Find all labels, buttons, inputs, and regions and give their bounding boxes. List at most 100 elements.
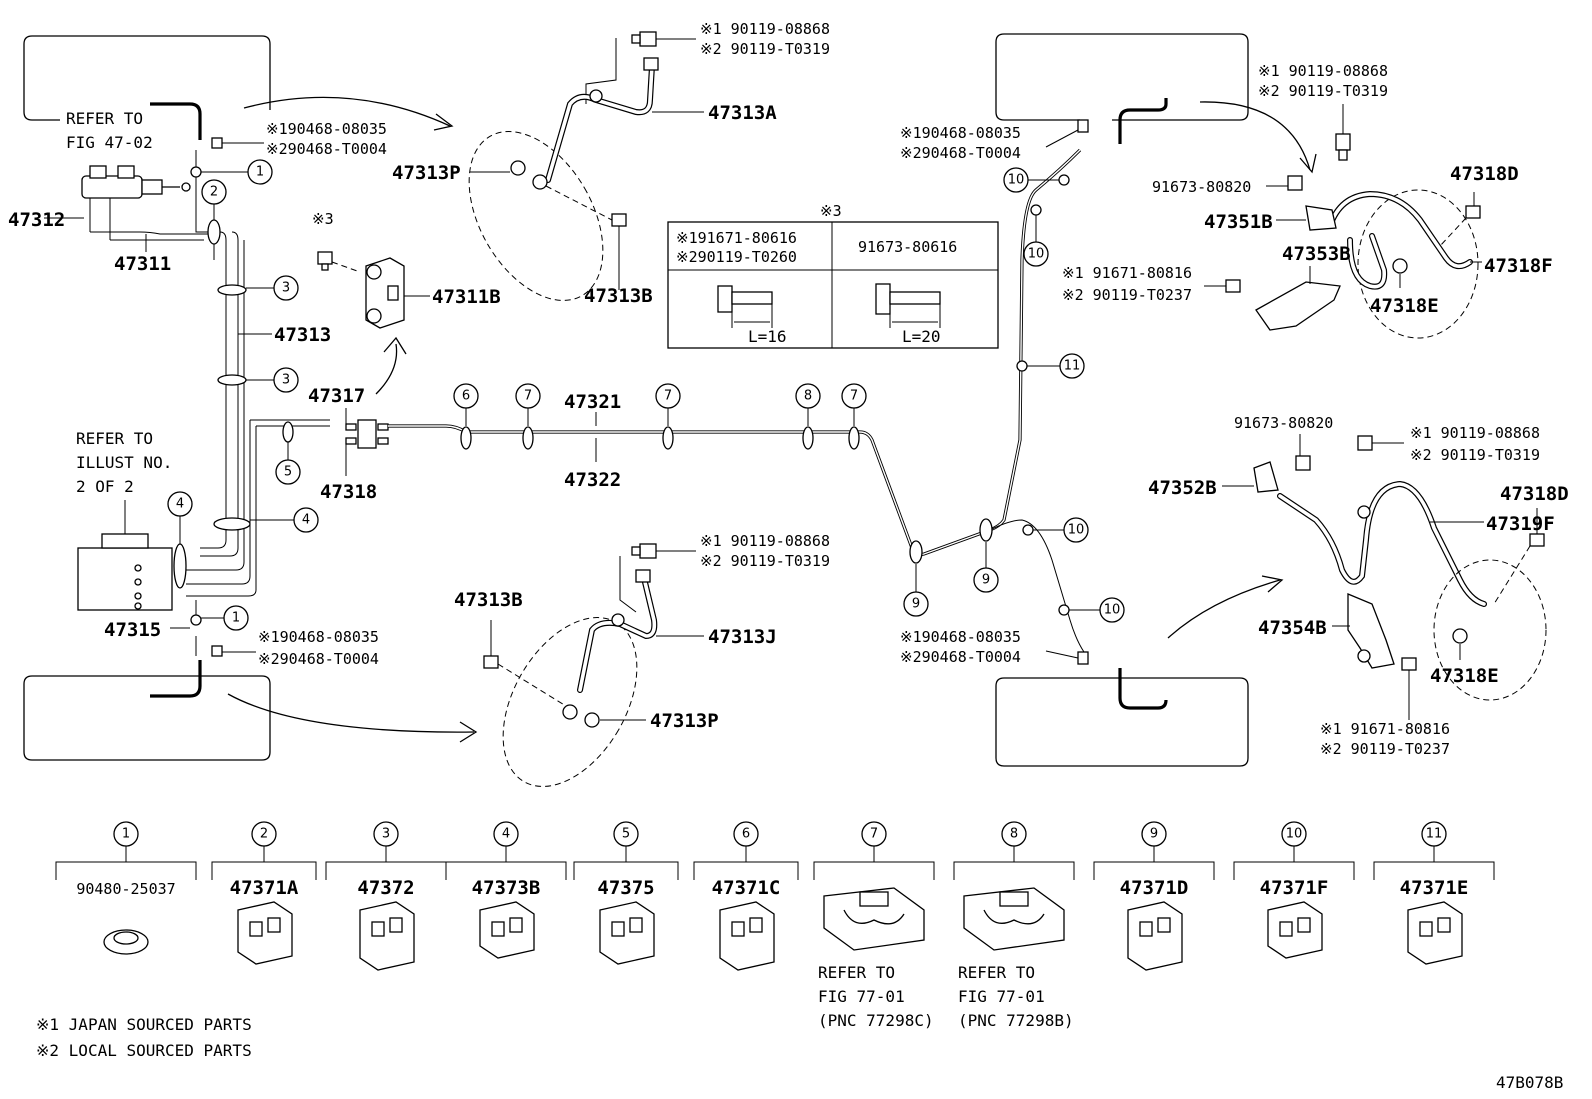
callout-7b: 7 xyxy=(664,389,672,404)
part-47321: 47321 xyxy=(564,391,621,413)
ref-rt-2: ※2 90119-T0319 xyxy=(1258,82,1388,100)
legend-number: 3 xyxy=(382,827,390,842)
legend-item-6: 6 47371C xyxy=(693,821,799,971)
ref-tc-2: ※2 90119-T0319 xyxy=(700,40,830,58)
ref-rb-2: ※2 90119-T0319 xyxy=(1410,446,1540,464)
part-47318E-bot: 47318E xyxy=(1430,665,1499,687)
part-47315: 47315 xyxy=(104,619,161,641)
drawing-code: 47B078B xyxy=(1496,1073,1563,1092)
part-47353B: 47353B xyxy=(1282,243,1351,265)
svg-text:L=16: L=16 xyxy=(748,327,787,346)
part-47311: 47311 xyxy=(114,253,171,275)
clamp-icon xyxy=(1407,901,1463,965)
callout-4a: 4 xyxy=(302,513,310,528)
legend-part-number: 47371D xyxy=(1120,877,1189,899)
ref-bc-2: ※2 90119-T0319 xyxy=(700,552,830,570)
bracket-47311B xyxy=(365,257,405,329)
svg-text:※191671-80616: ※191671-80616 xyxy=(676,229,797,247)
ref-br-2: ※290468-T0004 xyxy=(900,648,1021,666)
part-47313J: 47313J xyxy=(708,626,777,648)
legend-number: 5 xyxy=(622,827,630,842)
clamp-icon xyxy=(719,901,775,971)
callout-11: 11 xyxy=(1064,359,1081,374)
part-47318D-bot: 47318D xyxy=(1500,483,1569,505)
clamp-icon xyxy=(1267,901,1323,959)
ref-bc-1: ※1 90119-08868 xyxy=(700,532,830,550)
callout-3a: 3 xyxy=(282,281,290,296)
front-left-wheel-area xyxy=(23,35,271,121)
ref-br-1: ※190468-08035 xyxy=(900,628,1021,646)
part-47318D-top: 47318D xyxy=(1450,163,1519,185)
part-47313P-bot: 47313P xyxy=(650,710,719,732)
ref-tl-2: ※290468-T0004 xyxy=(266,140,387,158)
legend-item-11: 11 47371E xyxy=(1373,821,1495,965)
ref-rb2-1: ※1 91671-80816 xyxy=(1320,720,1450,738)
ref-bl-1: ※190468-08035 xyxy=(258,628,379,646)
part-47317: 47317 xyxy=(308,385,365,407)
clamp-icon xyxy=(823,887,925,951)
legend-part-number: 47371E xyxy=(1400,877,1469,899)
part-47354B: 47354B xyxy=(1258,617,1327,639)
callout-10b: 10 xyxy=(1028,247,1045,262)
note-3-marker: ※3 xyxy=(312,210,334,228)
legend-part-number: 90480-25037 xyxy=(76,880,175,898)
callout-1b: 1 xyxy=(232,611,240,626)
refer-illust: REFER TO ILLUST NO. 2 OF 2 xyxy=(76,429,182,496)
part-47318: 47318 xyxy=(320,481,377,503)
callout-9a: 9 xyxy=(912,597,920,612)
legend-item-3: 3 47372 xyxy=(325,821,447,971)
flow-arrow-2 xyxy=(227,693,475,733)
clamp-icon xyxy=(237,901,293,965)
ref-tc-1: ※1 90119-08868 xyxy=(700,20,830,38)
legend-number: 7 xyxy=(870,827,878,842)
legend-part-number: 47375 xyxy=(597,877,654,899)
legend-number: 4 xyxy=(502,827,510,842)
ref-rb-1: ※1 90119-08868 xyxy=(1410,424,1540,442)
legend-number: 1 xyxy=(122,827,130,842)
clamp-icon xyxy=(1127,901,1183,971)
refer-fig-47-02: REFER TO FIG 47-02 xyxy=(66,109,153,152)
legend-part-number: 47371F xyxy=(1260,877,1329,899)
legend-part-number: 47372 xyxy=(357,877,414,899)
front-right-wheel-area xyxy=(995,33,1249,121)
abs-actuator xyxy=(77,500,173,611)
part-47313B-top: 47313B xyxy=(584,285,653,307)
part-47319F: 47319F xyxy=(1486,513,1555,535)
clamp-icon xyxy=(479,901,535,959)
part-47312: 47312 xyxy=(8,209,65,231)
legend-number: 6 xyxy=(742,827,750,842)
flow-arrow-4 xyxy=(1167,579,1281,639)
legend-number: 11 xyxy=(1426,827,1443,842)
flow-arrow-3 xyxy=(1199,101,1311,171)
ref-rt2-1: ※1 91671-80816 xyxy=(1062,264,1192,282)
part-47318E-top: 47318E xyxy=(1370,295,1439,317)
ref-tl-1: ※190468-08035 xyxy=(266,120,387,138)
clamp-icon xyxy=(599,901,655,965)
legend-number: 8 xyxy=(1010,827,1018,842)
clamp-icon xyxy=(963,887,1065,951)
part-91673-80820-bot: 91673-80820 xyxy=(1234,414,1333,432)
ref-tr-2: ※290468-T0004 xyxy=(900,144,1021,162)
legend-item-5: 5 47375 xyxy=(573,821,679,965)
ref-rb2-2: ※2 90119-T0237 xyxy=(1320,740,1450,758)
part-47313: 47313 xyxy=(274,324,331,346)
callout-10c: 10 xyxy=(1068,523,1085,538)
svg-text:※290119-T0260: ※290119-T0260 xyxy=(676,248,797,266)
callout-7a: 7 xyxy=(524,389,532,404)
legend-part-number: 47371A xyxy=(230,877,299,899)
ref-tr-1: ※190468-08035 xyxy=(900,124,1021,142)
callout-8: 8 xyxy=(804,389,812,404)
callout-1a: 1 xyxy=(256,165,264,180)
part-91673-80820-top: 91673-80820 xyxy=(1152,178,1251,196)
legend-item-1: 1 90480-25037 xyxy=(55,821,197,955)
svg-text:L=20: L=20 xyxy=(902,327,941,346)
legend-part-number: 47371C xyxy=(712,877,781,899)
ref-bl-2: ※290468-T0004 xyxy=(258,650,379,668)
